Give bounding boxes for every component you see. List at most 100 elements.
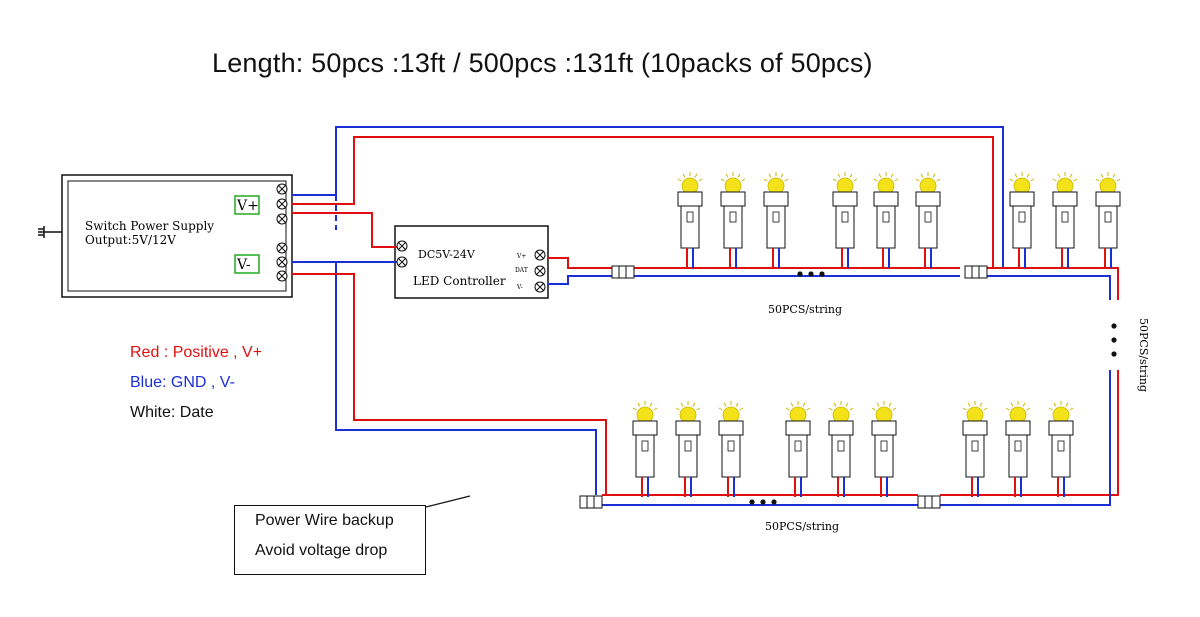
led-cap — [915, 191, 941, 207]
led-top-9 — [1095, 172, 1121, 268]
led-controller: DC5V-24V LED Controller V+ DAT V- — [394, 225, 549, 299]
led-chip — [772, 211, 780, 223]
led-chip — [1014, 440, 1022, 452]
led-ray — [653, 407, 658, 411]
led-ray — [1069, 173, 1073, 178]
screw-cross — [397, 257, 407, 267]
led-ray — [878, 173, 882, 178]
screw-cross — [277, 184, 287, 194]
led-body — [766, 205, 786, 249]
led-bottom-1 — [632, 401, 658, 497]
led-ray — [1065, 402, 1069, 407]
led-ray — [1116, 178, 1121, 182]
led-chip — [1057, 440, 1065, 452]
led-ray — [763, 178, 768, 182]
led-ray — [806, 407, 811, 411]
led-chip — [727, 440, 735, 452]
plug-icon — [38, 226, 62, 238]
backup-bottom-red-wire — [292, 273, 607, 495]
led-chip — [1061, 211, 1069, 223]
bottom-string-label: 50PCS/string — [765, 520, 839, 533]
controller-pin-dat: DAT — [515, 267, 528, 274]
led-chip — [924, 211, 932, 223]
ellipsis-dot — [1111, 323, 1117, 329]
led-ray — [837, 173, 841, 178]
ellipsis-dot — [1111, 351, 1117, 357]
ellipsis-dot — [797, 271, 803, 277]
led-ray — [737, 173, 741, 178]
led-ray — [876, 402, 880, 407]
connector-body — [917, 495, 941, 509]
led-ray — [936, 178, 941, 182]
screw-cross — [535, 250, 545, 260]
led-chip — [837, 440, 845, 452]
screw-cross — [397, 241, 407, 251]
led-chip — [1018, 211, 1026, 223]
led-body — [788, 434, 808, 478]
led-ray — [1010, 402, 1014, 407]
led-cap — [873, 191, 899, 207]
legend-blue: Blue: GND , V- — [130, 374, 235, 391]
led-bottom-6 — [871, 401, 897, 497]
connector-bottom-middle — [917, 495, 941, 509]
led-ray — [675, 407, 680, 411]
controller-out-blue-wire — [548, 275, 612, 285]
connector-body — [964, 265, 988, 279]
connector-bottom-left — [579, 495, 603, 509]
led-top-6 — [915, 172, 941, 268]
led-ray — [780, 173, 784, 178]
legend-white: White: Date — [130, 404, 214, 421]
terminal-layer — [276, 183, 988, 509]
led-cap — [763, 191, 789, 207]
led-chip — [684, 440, 692, 452]
led-chip — [1104, 211, 1112, 223]
psu-vplus-label: V+ — [236, 198, 259, 214]
connector-top-middle — [964, 265, 988, 279]
led-top-5 — [873, 172, 899, 268]
backup-top-blue-wire — [292, 126, 1004, 268]
controller-label: LED Controller — [413, 274, 506, 288]
led-ray — [735, 402, 739, 407]
led-body — [1055, 205, 1075, 249]
led-ray — [888, 402, 892, 407]
led-ray — [680, 402, 684, 407]
led-ray — [698, 178, 703, 182]
ellipsis-dot — [760, 499, 766, 505]
led-ray — [845, 402, 849, 407]
connector-body — [579, 495, 603, 509]
psu-line1: Switch Power Supply — [85, 219, 214, 233]
screw-cross — [277, 214, 287, 224]
led-chip — [971, 440, 979, 452]
led-bottom-2 — [675, 401, 701, 497]
led-ray — [915, 178, 920, 182]
led-ray — [1112, 173, 1116, 178]
led-body — [680, 205, 700, 249]
led-top-8 — [1052, 172, 1078, 268]
led-ray — [832, 178, 837, 182]
led-ray — [1048, 407, 1053, 411]
led-ray — [932, 173, 936, 178]
led-ray — [637, 402, 641, 407]
note-line2: Avoid voltage drop — [255, 542, 388, 559]
led-ray — [677, 178, 682, 182]
top-string-red-wire-2 — [987, 267, 1119, 300]
led-cap — [1095, 191, 1121, 207]
led-layer — [632, 172, 1121, 497]
led-ray — [723, 402, 727, 407]
led-cap — [1048, 420, 1074, 436]
led-cap — [677, 191, 703, 207]
terminal-screw-icon — [396, 256, 408, 268]
led-ray — [694, 173, 698, 178]
led-top-2 — [720, 172, 746, 268]
terminal-screw-icon — [276, 256, 288, 268]
screw-cross — [535, 282, 545, 292]
led-chip — [880, 440, 888, 452]
led-top-4 — [832, 172, 858, 268]
terminal-screw-icon — [396, 240, 408, 252]
led-ray — [649, 402, 653, 407]
psu-vminus-label: V- — [236, 257, 251, 273]
led-body — [1051, 434, 1071, 478]
led-bottom-7 — [962, 401, 988, 497]
terminal-screw-icon — [276, 242, 288, 254]
